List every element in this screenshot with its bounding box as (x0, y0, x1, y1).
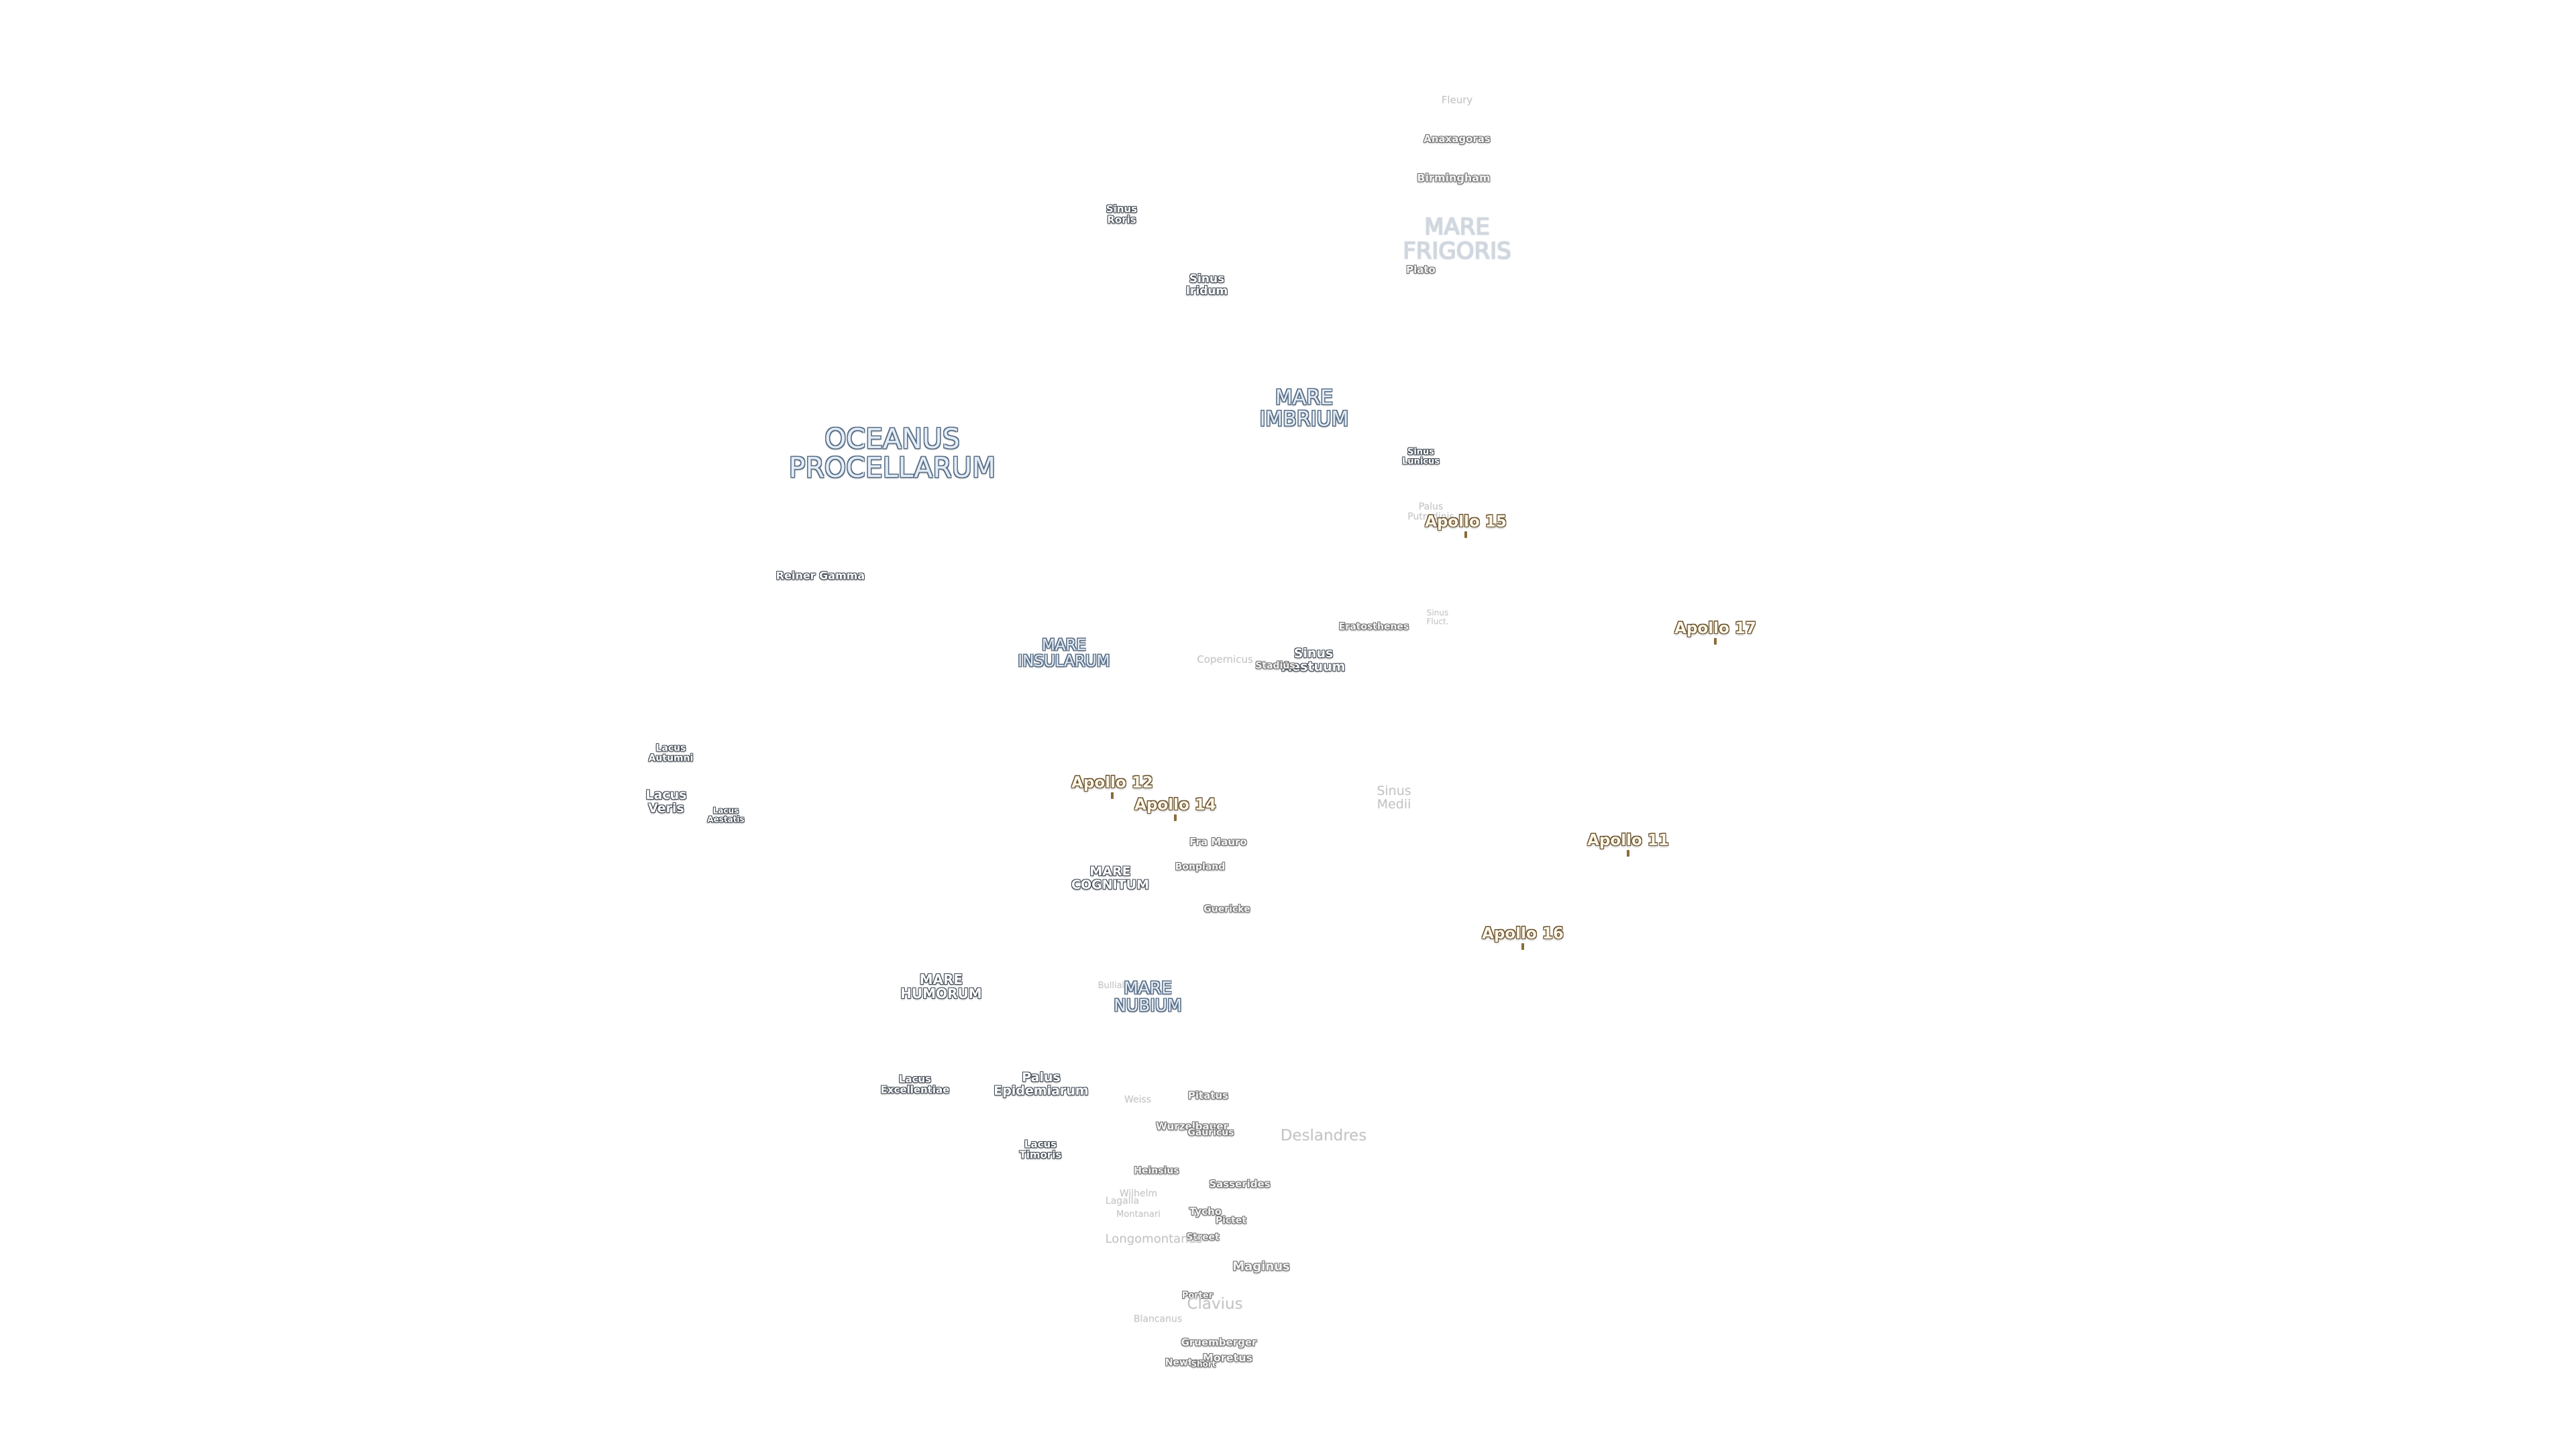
label-montanari: Montanari (1116, 1210, 1161, 1220)
label-sinus-aestuum: Sinus Aestuum (1281, 646, 1346, 674)
label-wilhelm: Wilhelm (1119, 1188, 1158, 1199)
label-gruemberger: Gruemberger (1181, 1336, 1257, 1349)
apollo-15-marker-icon[interactable] (1464, 531, 1467, 538)
label-lacus-excellentiae: Lacus Excellentiae (880, 1073, 950, 1095)
label-street: Street (1186, 1232, 1220, 1243)
label-mare-insularum: MARE INSULARUM (1018, 636, 1110, 670)
label-pitatus: Pitatus (1187, 1089, 1229, 1102)
label-wurzelbauer: Wurzelbauer (1156, 1120, 1228, 1133)
label-sinus-fluctus: Sinus Fluct. (1426, 608, 1449, 626)
label-anaxagoras: Anaxagoras (1424, 133, 1491, 146)
label-apollo-15[interactable]: Apollo 15 (1425, 513, 1507, 531)
label-mare-imbrium: MARE IMBRIUM (1259, 386, 1349, 431)
apollo-11-marker-icon[interactable] (1627, 850, 1629, 857)
label-pictet: Pictet (1215, 1215, 1247, 1226)
label-mare-cognitum: MARE COGNITUM (1071, 864, 1149, 892)
label-moretus: Moretus (1202, 1351, 1253, 1364)
label-clavius: Clavius (1187, 1295, 1243, 1313)
label-lacus-aestatis: Lacus Aestatis (707, 806, 745, 824)
apollo-12-marker-icon[interactable] (1111, 792, 1114, 799)
label-sasserides: Sasserides (1209, 1178, 1271, 1191)
label-short: Short (1191, 1359, 1216, 1369)
label-apollo-11[interactable]: Apollo 11 (1587, 831, 1669, 849)
label-heinsius: Heinsius (1134, 1165, 1179, 1177)
label-stadius: Stadius (1255, 660, 1295, 672)
apollo-16-marker-icon[interactable] (1521, 943, 1524, 950)
label-tycho: Tycho (1189, 1205, 1222, 1218)
label-lacus-autumni: Lacus Autumni (648, 743, 694, 763)
label-eratosthenes: Eratosthenes (1338, 621, 1409, 633)
label-longomontanus: Longomontanus (1105, 1232, 1203, 1246)
label-reiner-gamma: Reiner Gamma (775, 569, 865, 582)
label-guericke: Guericke (1203, 904, 1250, 915)
label-palus-epidemiarum: Palus Epidemiarum (994, 1070, 1089, 1098)
label-sinus-iridum: Sinus Iridum (1185, 272, 1228, 298)
apollo-17-marker-icon[interactable] (1714, 638, 1717, 645)
label-blancanus: Blancanus (1133, 1313, 1183, 1325)
label-weiss: Weiss (1124, 1094, 1152, 1106)
label-apollo-14[interactable]: Apollo 14 (1134, 796, 1216, 814)
label-palus-putredinis: Palus Putredinis (1407, 501, 1454, 522)
label-apollo-12[interactable]: Apollo 12 (1071, 773, 1153, 792)
label-maginus: Maginus (1232, 1259, 1290, 1274)
label-plato: Plato (1406, 264, 1436, 276)
label-apollo-17[interactable]: Apollo 17 (1674, 619, 1756, 637)
label-fra-mauro: Fra Mauro (1189, 836, 1247, 849)
label-bullialdus: Bullialdus (1097, 981, 1140, 991)
label-copernicus: Copernicus (1197, 653, 1253, 666)
label-deslandres: Deslandres (1280, 1126, 1367, 1144)
label-gauricus: Gauricus (1187, 1127, 1234, 1138)
label-lacus-timoris: Lacus Timoris (1019, 1138, 1062, 1161)
label-fleury: Fleury (1441, 94, 1473, 107)
label-sinus-lunicus: Sinus Lunicus (1402, 447, 1440, 466)
label-oceanus-procellarum: OCEANUS PROCELLARUM (788, 422, 996, 484)
apollo-14-marker-icon[interactable] (1174, 814, 1177, 821)
label-porter: Porter (1181, 1291, 1214, 1301)
label-mare-nubium: MARE NUBIUM (1114, 977, 1182, 1015)
label-lagalla: Lagalla (1105, 1195, 1140, 1207)
label-bonpland: Bonpland (1175, 861, 1226, 873)
label-birmingham: Birmingham (1417, 171, 1491, 184)
label-sinus-medii: Sinus Medii (1377, 784, 1411, 812)
label-apollo-16[interactable]: Apollo 16 (1482, 924, 1564, 943)
label-newton: Newton (1165, 1357, 1206, 1368)
label-sinus-roris: Sinus Roris (1106, 203, 1138, 225)
label-mare-humorum: MARE HUMORUM (900, 971, 982, 1002)
label-lacus-veris: Lacus Veris (645, 788, 687, 816)
label-mare-frigoris: MARE FRIGORIS (1403, 213, 1511, 264)
